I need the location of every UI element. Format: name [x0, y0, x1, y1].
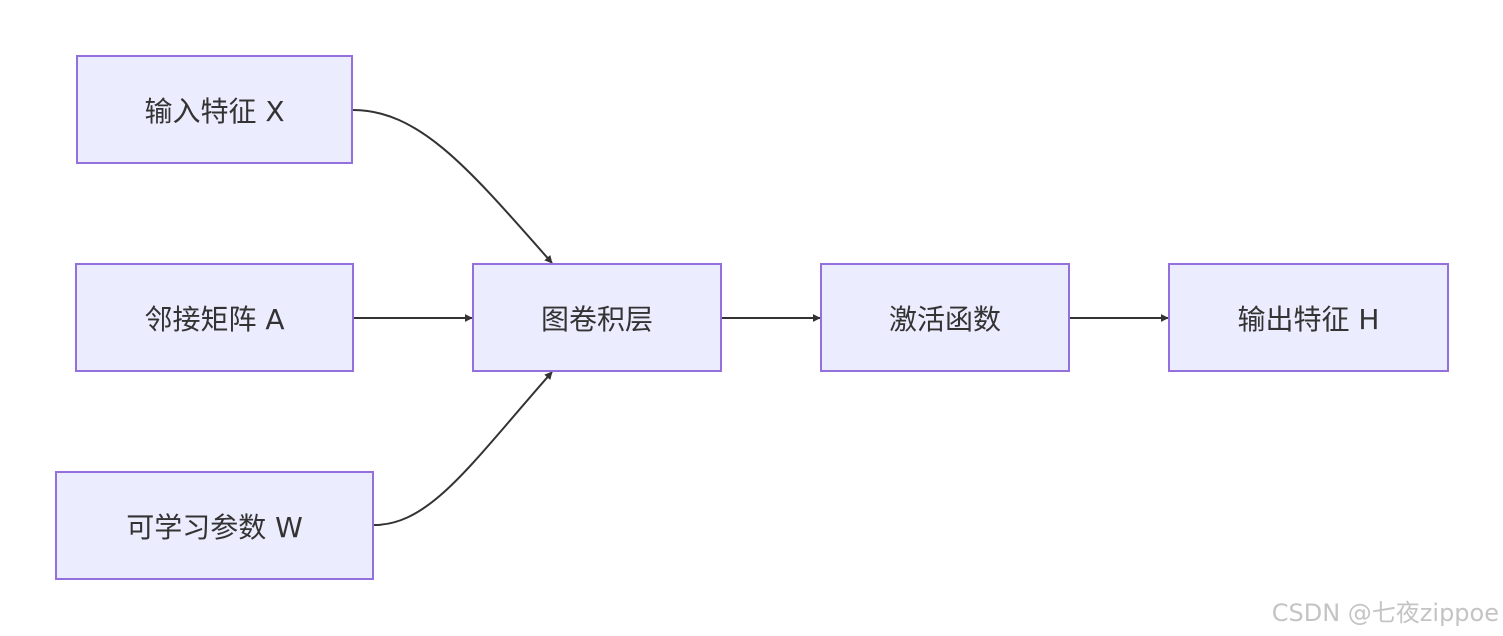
node-learnable-params-w: 可学习参数 W	[55, 471, 374, 580]
node-graph-conv-layer: 图卷积层	[472, 263, 722, 372]
node-label: 图卷积层	[540, 302, 653, 336]
node-output-features-h: 输出特征 H	[1168, 263, 1449, 372]
node-activation-function: 激活函数	[820, 263, 1070, 372]
node-label: 邻接矩阵 A	[144, 302, 285, 336]
node-label: 可学习参数 W	[126, 510, 303, 544]
watermark: CSDN @七夜zippoe	[1271, 599, 1499, 627]
edge-param-w-to-gcn	[373, 371, 553, 526]
node-input-features-x: 输入特征 X	[76, 55, 353, 164]
node-adjacency-matrix-a: 邻接矩阵 A	[75, 263, 354, 372]
node-label: 输出特征 H	[1237, 302, 1380, 336]
node-label: 输入特征 X	[144, 94, 285, 128]
node-label: 激活函数	[888, 302, 1001, 336]
edge-input-x-to-gcn	[352, 109, 553, 264]
